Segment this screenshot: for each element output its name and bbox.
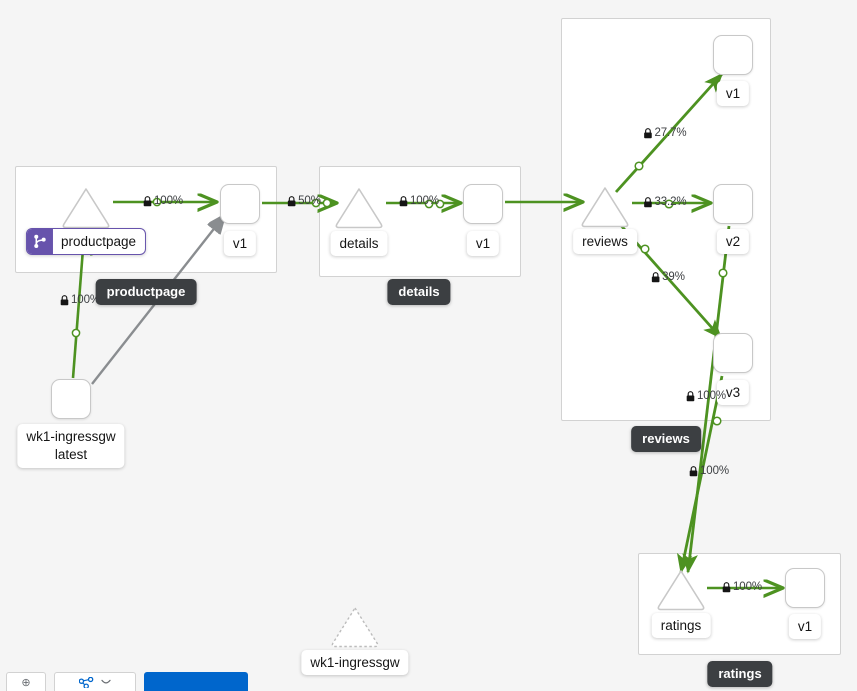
edge-percent: 27.7% (654, 127, 687, 139)
workload-node-details-v1[interactable] (463, 184, 503, 224)
node-label-wk1-ingressgw-ghost[interactable]: wk1-ingressgw (301, 650, 409, 675)
topology-icon (78, 676, 93, 688)
lock-icon (399, 195, 408, 206)
edge-label-ratings-to-v1[interactable]: 100% (722, 581, 762, 593)
lock-icon (651, 271, 660, 282)
lock-icon (686, 390, 695, 401)
node-label-reviews-v3[interactable]: v3 (716, 380, 750, 405)
lock-icon (644, 196, 652, 207)
node-label-ratings-v1[interactable]: v1 (788, 614, 822, 639)
triangle-shape (62, 188, 110, 229)
namespace-badge-productpage[interactable]: productpage (95, 279, 197, 305)
edge-percent: 100% (732, 581, 763, 593)
edge-label-gw-to-productpage[interactable]: 100% (60, 294, 100, 306)
workload-node-reviews-v1[interactable] (713, 35, 753, 75)
node-label-details-v1[interactable]: v1 (466, 231, 500, 256)
edge-label-reviews-to-v2[interactable]: 33.2% (643, 196, 687, 208)
namespace-badge-reviews[interactable]: reviews (631, 426, 701, 452)
triangle-shape-dashed (331, 607, 379, 648)
edge-traffic-dot (71, 328, 81, 338)
edge-label-reviews-to-v3[interactable]: 39% (651, 271, 685, 283)
edge-label-productpage-v1-to-details[interactable]: 50% (287, 195, 321, 207)
edge-label-reviews-v2-to-ratings[interactable]: 100% (686, 390, 726, 402)
triangle-shape (335, 188, 383, 229)
edge-label-reviews-v3-to-ratings[interactable]: 100% (689, 465, 729, 477)
workload-node-ratings-v1[interactable] (785, 568, 825, 608)
node-label-reviews[interactable]: reviews (573, 229, 637, 254)
zoom-control-button[interactable]: ⊕ (6, 672, 46, 691)
namespace-badge-ratings[interactable]: ratings (707, 661, 773, 687)
chevron-down-icon (100, 679, 111, 684)
edge-percent: 39% (662, 271, 685, 283)
lock-icon (644, 127, 652, 138)
node-label-line1: wk1-ingressgw (26, 429, 116, 444)
workload-node-reviews-v2[interactable] (713, 184, 753, 224)
lock-icon (143, 195, 152, 206)
node-label-reviews-v1[interactable]: v1 (716, 81, 750, 106)
edge-label-productpage-to-v1[interactable]: 100% (143, 195, 183, 207)
edge-percent: 50% (298, 195, 321, 207)
edge-percent: 100% (153, 195, 184, 207)
app-badge-label: productpage (60, 234, 137, 249)
primary-action-button[interactable] (144, 672, 248, 691)
lock-icon (722, 581, 731, 592)
graph-bottom-toolbar[interactable]: ⊕ (6, 672, 248, 691)
lock-icon (60, 294, 69, 305)
lock-icon (689, 465, 698, 476)
edge-percent: 100% (696, 390, 727, 402)
edge-label-details-to-v1[interactable]: 100% (399, 195, 439, 207)
workload-node-productpage-v1[interactable] (220, 184, 260, 224)
workload-node-wk1-ingressgw[interactable] (51, 379, 91, 419)
edge-percent: 100% (699, 465, 730, 477)
edge-percent: 100% (409, 195, 440, 207)
edge-label-reviews-to-v1[interactable]: 27.7% (643, 127, 687, 139)
node-label-details[interactable]: details (330, 231, 388, 256)
zoom-icon: ⊕ (21, 676, 31, 689)
app-badge-productpage[interactable]: productpage (25, 228, 147, 255)
code-branch-icon (26, 229, 53, 254)
node-label-reviews-v2[interactable]: v2 (716, 229, 750, 254)
node-label-productpage-v1[interactable]: v1 (223, 231, 257, 256)
edge-percent: 33.2% (654, 196, 687, 208)
triangle-shape (581, 187, 629, 228)
triangle-shape (657, 570, 705, 611)
edge-percent: 100% (70, 294, 101, 306)
node-label-line2: latest (54, 447, 88, 462)
workload-node-reviews-v3[interactable] (713, 333, 753, 373)
namespace-badge-details[interactable]: details (387, 279, 451, 305)
node-label-wk1-ingressgw[interactable]: wk1-ingressgw latest (17, 424, 125, 468)
lock-icon (287, 195, 296, 206)
node-label-ratings[interactable]: ratings (651, 613, 711, 638)
legend-button[interactable] (54, 672, 136, 691)
